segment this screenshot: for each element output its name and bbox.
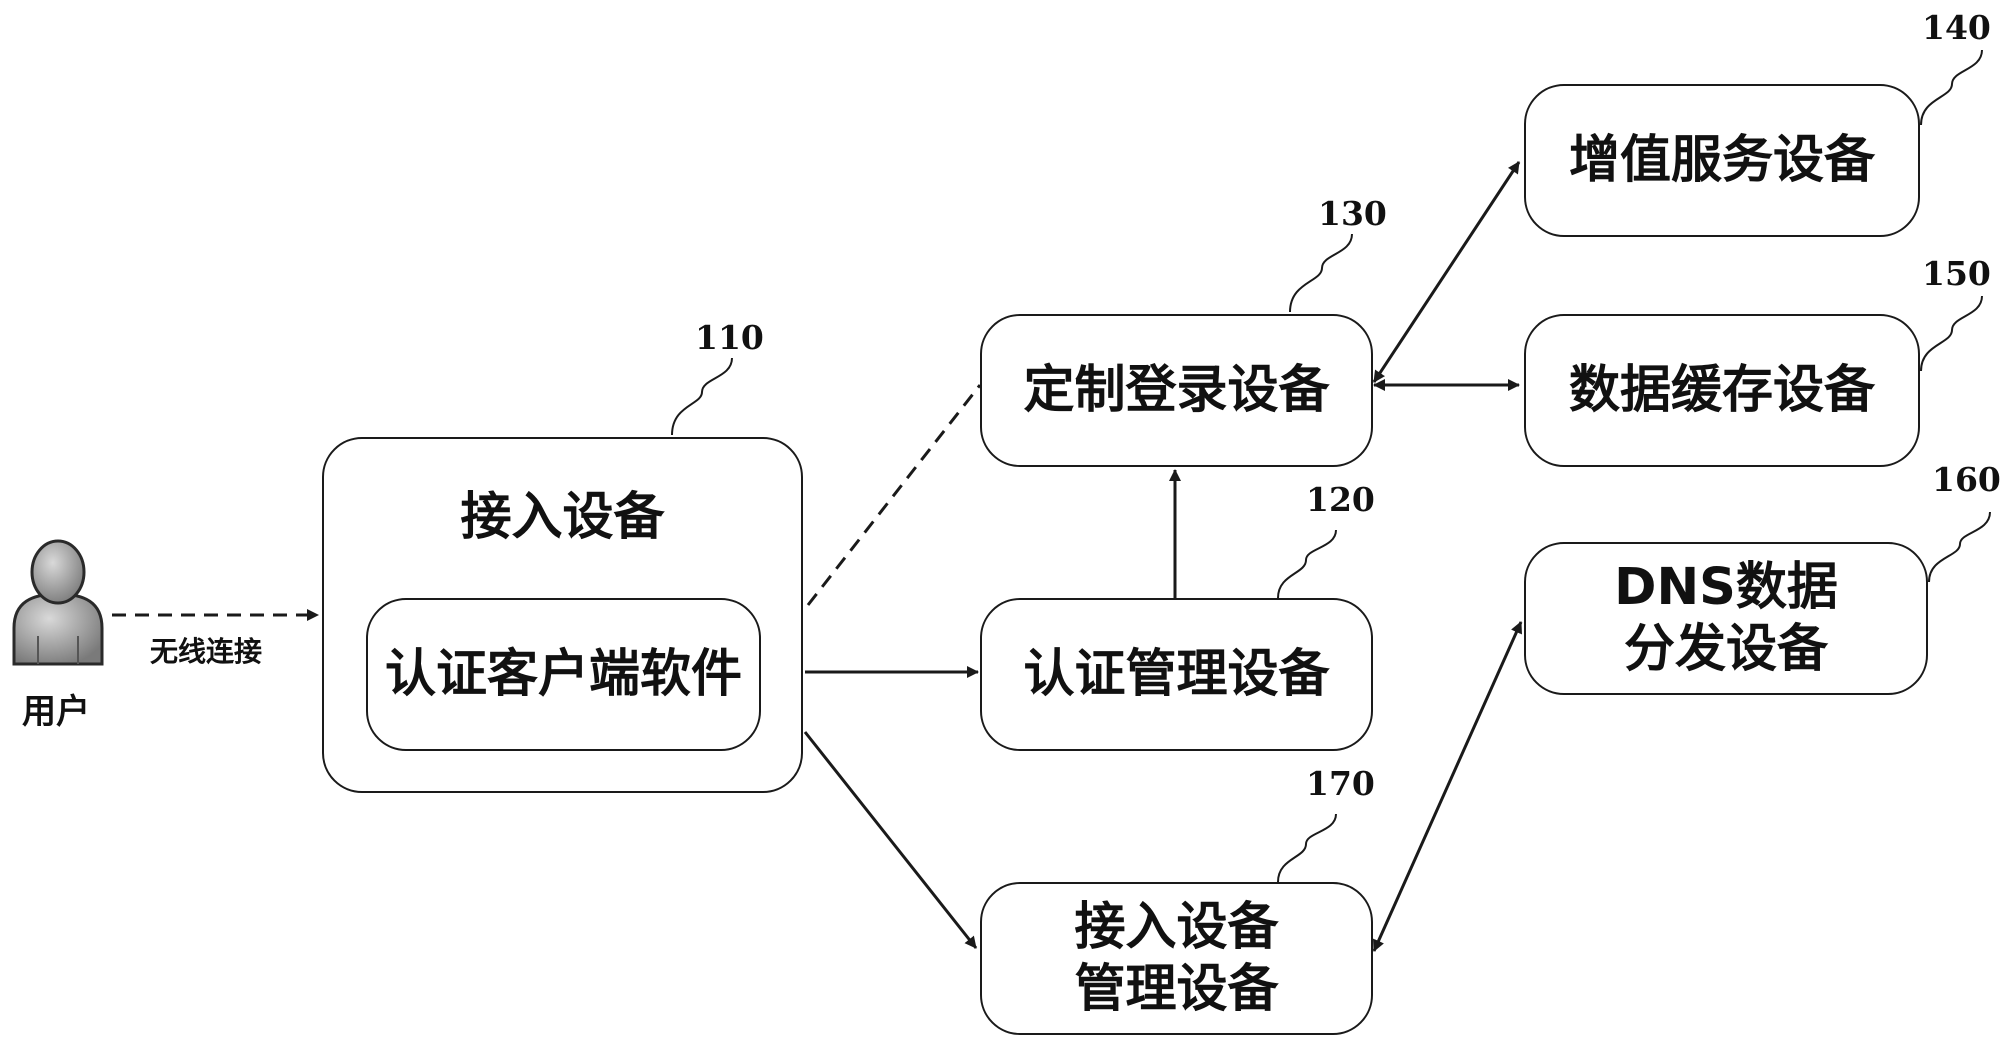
- access-device-management-line2: 管理设备: [1074, 959, 1278, 1021]
- value-added-service-device-box[interactable]: 增值服务设备: [1524, 84, 1920, 237]
- leader-120: [1278, 530, 1336, 598]
- access-mgmt-dns-bidirectional-arrow: [1374, 622, 1521, 951]
- dns-data-distribution-line2: 分发设备: [1624, 619, 1828, 681]
- ref-number-130: 130: [1318, 194, 1387, 233]
- dns-data-distribution-device-box[interactable]: DNS数据 分发设备: [1524, 542, 1928, 695]
- user-label: 用户: [22, 684, 90, 733]
- access-device-management-line1: 接入设备: [1074, 897, 1278, 959]
- auth-management-device-box[interactable]: 认证管理设备: [980, 598, 1373, 751]
- auth-client-software-label: 认证客户端软件: [385, 644, 742, 706]
- ref-number-120: 120: [1306, 480, 1375, 519]
- login-value-added-bidirectional-arrow: [1374, 162, 1519, 382]
- ref-number-160: 160: [1932, 460, 2001, 499]
- value-added-service-device-label: 增值服务设备: [1569, 130, 1875, 192]
- access-device-title: 接入设备: [460, 487, 664, 549]
- auth-client-software-box[interactable]: 认证客户端软件: [366, 598, 761, 751]
- ref-number-170: 170: [1306, 764, 1375, 803]
- access-device-management-box[interactable]: 接入设备 管理设备: [980, 882, 1373, 1035]
- leader-170: [1278, 814, 1336, 882]
- leader-150: [1921, 296, 1982, 371]
- custom-login-device-label: 定制登录设备: [1023, 360, 1329, 422]
- ref-number-110: 110: [695, 318, 764, 357]
- leader-140: [1921, 50, 1982, 125]
- leader-130: [1290, 234, 1352, 312]
- data-cache-device-label: 数据缓存设备: [1569, 360, 1875, 422]
- data-cache-device-box[interactable]: 数据缓存设备: [1524, 314, 1920, 467]
- dns-data-distribution-line1: DNS数据: [1614, 557, 1838, 619]
- leader-160: [1929, 512, 1990, 582]
- leader-110: [672, 358, 732, 435]
- custom-login-device-box[interactable]: 定制登录设备: [980, 314, 1373, 467]
- wireless-link-label: 无线连接: [150, 630, 262, 670]
- auth-management-device-label: 认证管理设备: [1023, 644, 1329, 706]
- access-to-access-mgmt-arrow: [805, 732, 976, 948]
- ref-number-150: 150: [1922, 254, 1991, 293]
- access-to-login-dashed-line: [808, 385, 980, 605]
- user-person-icon: [10, 536, 120, 666]
- ref-number-140: 140: [1922, 8, 1991, 47]
